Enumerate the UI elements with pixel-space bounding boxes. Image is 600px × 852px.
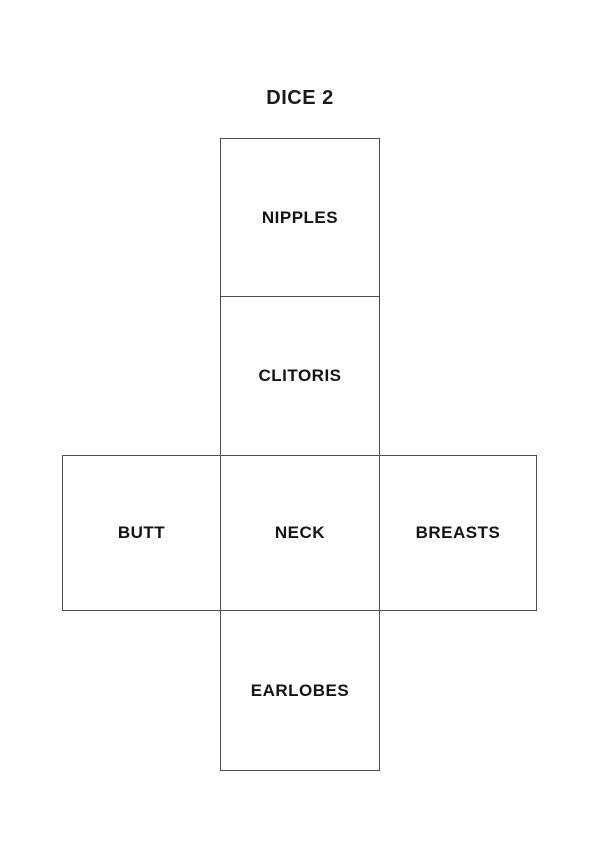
dice-face-butt: BUTT [62,455,221,611]
page-title: DICE 2 [266,87,334,109]
dice-face-clitoris: CLITORIS [220,296,380,456]
dice-face-label: BREASTS [415,523,501,542]
dice-face-label: BUTT [117,523,166,542]
dice-face-label: NIPPLES [261,207,339,227]
dice-face-breasts: BREASTS [379,455,537,611]
dice-face-label: NECK [274,523,326,542]
dice-face-earlobes: EARLOBES [220,610,380,771]
dice-face-neck: NECK [220,455,380,611]
dice-face-label: EARLOBES [250,680,350,700]
dice-face-label: CLITORIS [258,366,342,385]
dice-face-nipples: NIPPLES [220,138,380,297]
